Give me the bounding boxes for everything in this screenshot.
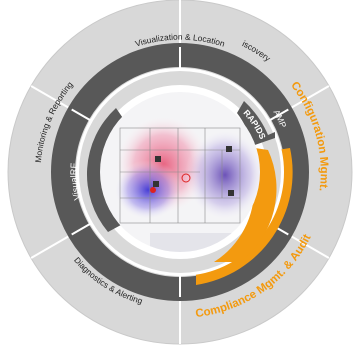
inner-segment-rapids [207, 100, 277, 262]
access-point-markers [150, 146, 234, 196]
heatmap-blue-zone [114, 160, 182, 220]
inner-segment-amp [237, 101, 275, 146]
center-floorplan-image [100, 92, 260, 252]
floorplan-walls [119, 127, 241, 224]
